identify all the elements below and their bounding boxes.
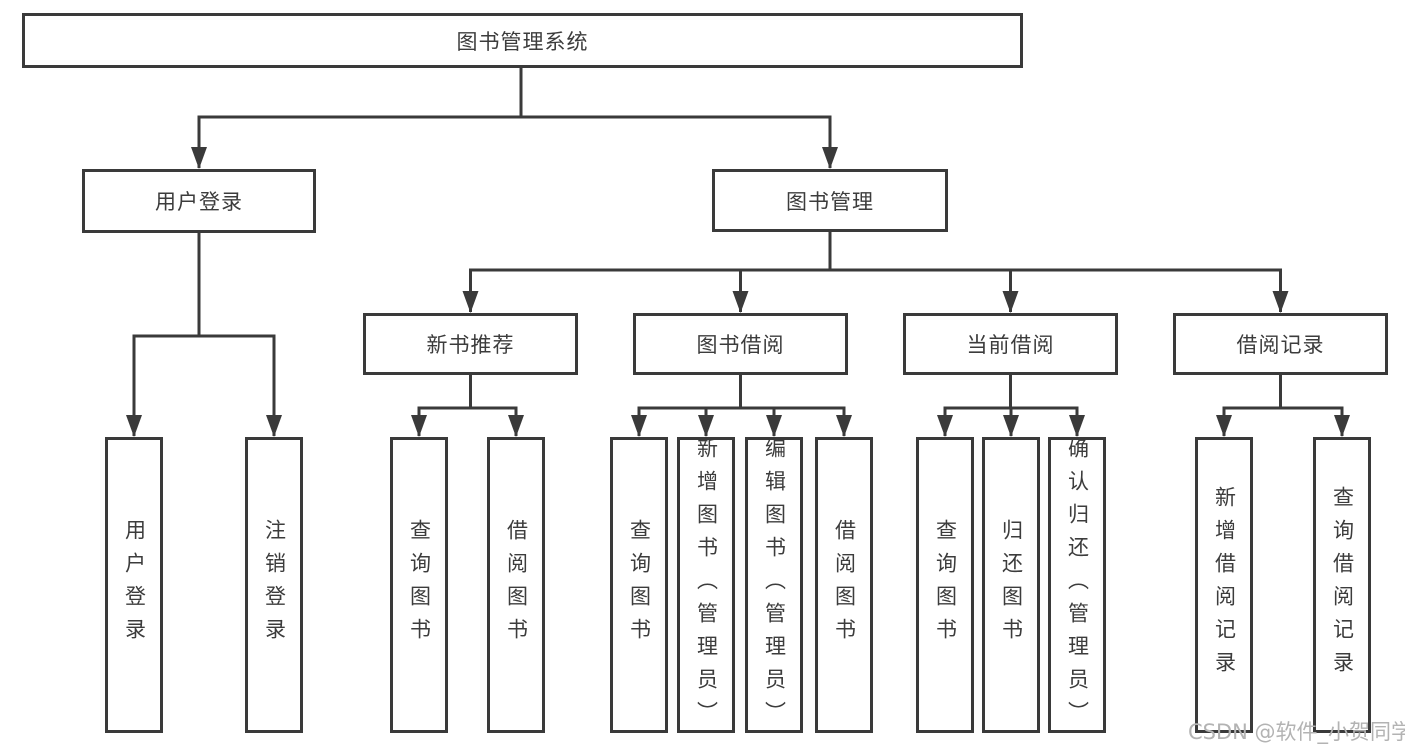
node-logout-leaf: 注销登录 bbox=[245, 437, 303, 733]
node-return-book-label: 归还图书 bbox=[999, 519, 1024, 651]
node-query-books-recommend-label: 查询图书 bbox=[407, 519, 432, 651]
node-query-books-recommend: 查询图书 bbox=[390, 437, 448, 733]
node-add-book-admin: 新增图书（管理员） bbox=[677, 437, 735, 733]
node-root: 图书管理系统 bbox=[22, 13, 1023, 68]
node-book-borrow-label: 图书借阅 bbox=[696, 333, 785, 357]
node-book-borrow: 图书借阅 bbox=[633, 313, 848, 375]
node-book-management-label: 图书管理 bbox=[786, 189, 874, 214]
node-add-book-admin-label: 新增图书（管理员） bbox=[694, 437, 719, 733]
node-query-books-borrow: 查询图书 bbox=[610, 437, 668, 733]
node-query-books-borrow-label: 查询图书 bbox=[627, 519, 652, 651]
node-book-management: 图书管理 bbox=[712, 169, 948, 232]
node-root-label: 图书管理系统 bbox=[456, 29, 589, 54]
node-edit-book-admin: 编辑图书（管理员） bbox=[745, 437, 803, 733]
node-new-book-recommend: 新书推荐 bbox=[363, 313, 578, 375]
node-new-book-recommend-label: 新书推荐 bbox=[426, 333, 515, 357]
node-return-book: 归还图书 bbox=[982, 437, 1040, 733]
node-current-borrow: 当前借阅 bbox=[903, 313, 1118, 375]
node-add-borrow-record-label: 新增借阅记录 bbox=[1212, 486, 1237, 684]
node-borrow-books-recommend-label: 借阅图书 bbox=[504, 519, 529, 651]
node-borrow-records: 借阅记录 bbox=[1173, 313, 1388, 375]
node-confirm-return-admin: 确认归还（管理员） bbox=[1048, 437, 1106, 733]
node-add-borrow-record: 新增借阅记录 bbox=[1195, 437, 1253, 733]
node-current-borrow-label: 当前借阅 bbox=[966, 333, 1055, 357]
node-borrow-records-label: 借阅记录 bbox=[1236, 333, 1325, 357]
node-query-books-current: 查询图书 bbox=[916, 437, 974, 733]
node-edit-book-admin-label: 编辑图书（管理员） bbox=[762, 437, 787, 733]
node-borrow-books-recommend: 借阅图书 bbox=[487, 437, 545, 733]
node-confirm-return-admin-label: 确认归还（管理员） bbox=[1065, 437, 1090, 733]
node-borrow-books-leaf: 借阅图书 bbox=[815, 437, 873, 733]
node-user-login-leaf: 用户登录 bbox=[105, 437, 163, 733]
node-user-login-label: 用户登录 bbox=[155, 190, 243, 214]
node-query-books-current-label: 查询图书 bbox=[933, 519, 958, 651]
node-query-borrow-record: 查询借阅记录 bbox=[1313, 437, 1371, 733]
node-logout-leaf-label: 注销登录 bbox=[262, 519, 287, 651]
node-user-login: 用户登录 bbox=[82, 169, 316, 233]
node-borrow-books-leaf-label: 借阅图书 bbox=[832, 519, 857, 651]
watermark: CSDN @软件_小贺同学 bbox=[1188, 720, 1405, 744]
node-query-borrow-record-label: 查询借阅记录 bbox=[1330, 486, 1355, 684]
node-user-login-leaf-label: 用户登录 bbox=[122, 519, 147, 651]
